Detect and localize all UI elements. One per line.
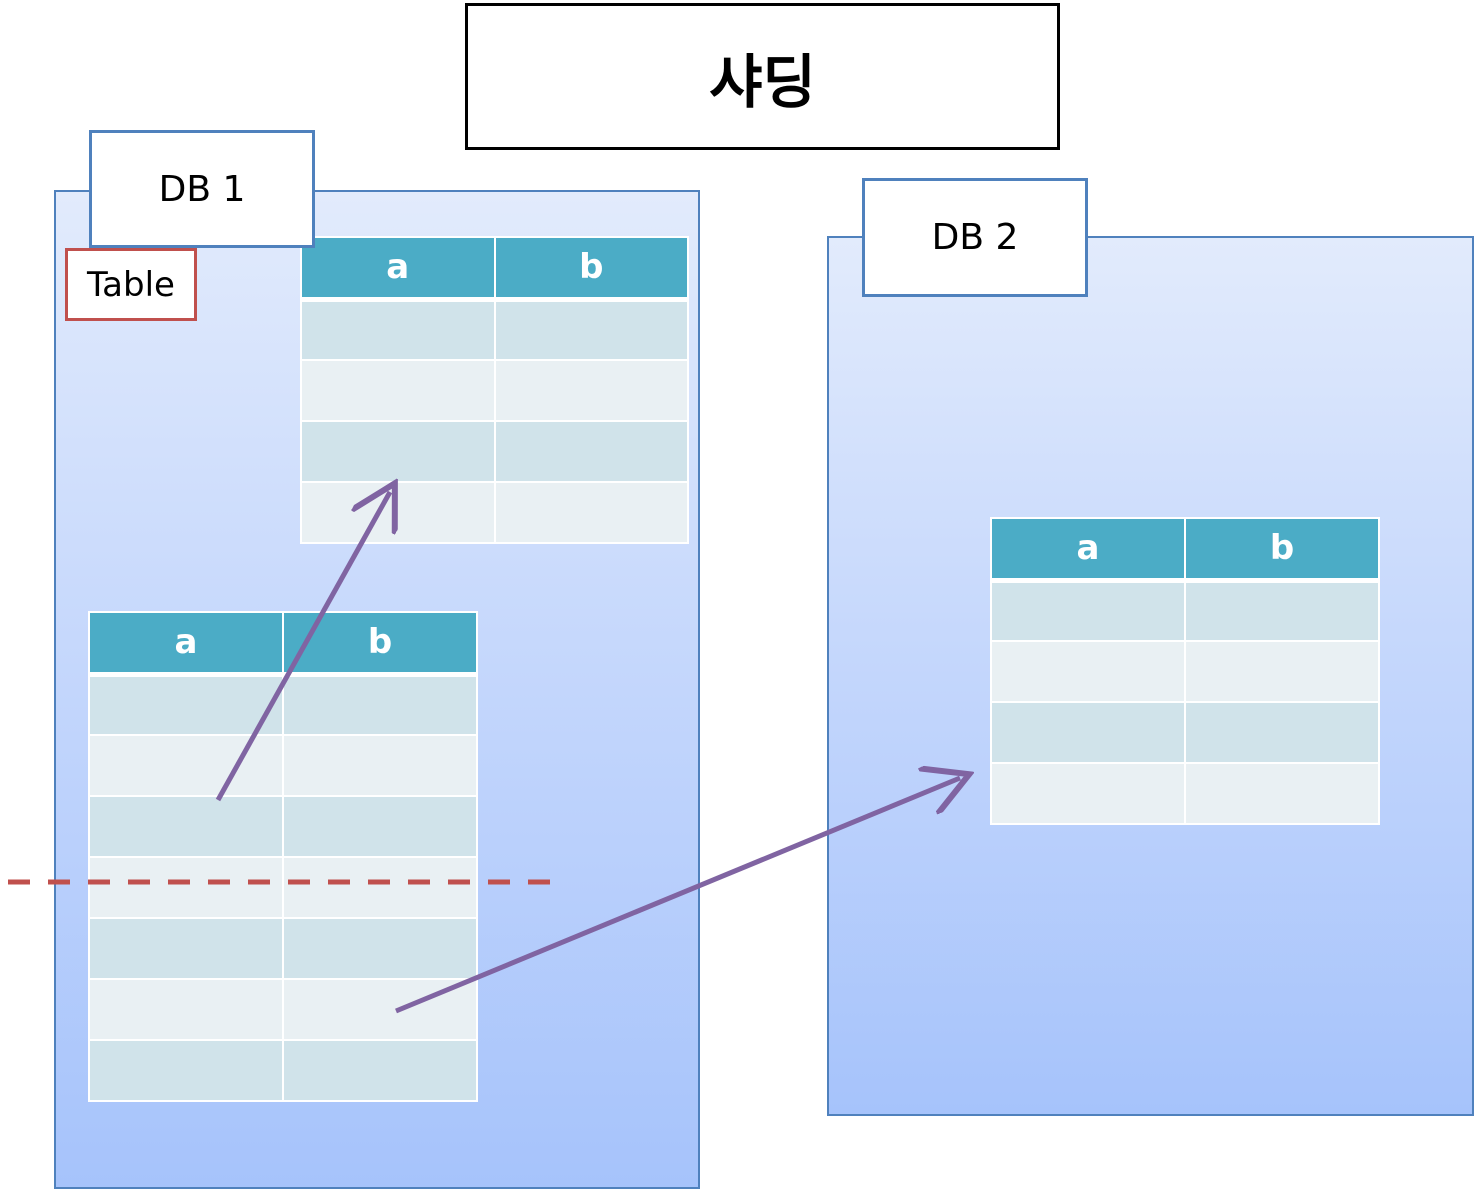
table-row [990, 762, 1380, 825]
db1-table-header-b: b [493, 236, 689, 302]
table-cell [990, 762, 1186, 825]
diagram-title: 샤딩 [465, 3, 1060, 150]
table-cell [88, 856, 284, 919]
table-cell [282, 917, 478, 980]
db2-table-header-a: a [990, 517, 1186, 583]
table-row [88, 1039, 478, 1102]
table-cell [300, 359, 496, 422]
table-row [990, 579, 1380, 642]
table-cell [88, 734, 284, 797]
db2-shard-table: a b [990, 517, 1380, 825]
source-table-header-b: b [282, 611, 478, 677]
table-cell [282, 856, 478, 919]
table-cell [88, 917, 284, 980]
table-row [88, 856, 478, 919]
table-cell [88, 1039, 284, 1102]
table-row [990, 701, 1380, 764]
table-cell [88, 978, 284, 1041]
table-cell [282, 673, 478, 736]
db1-label: DB 1 [89, 130, 315, 248]
table-cell [282, 978, 478, 1041]
table-cell [990, 640, 1186, 703]
db2-table-header-b: b [1184, 517, 1380, 583]
table-row [300, 420, 689, 483]
table-row [88, 673, 478, 736]
table-row [88, 795, 478, 858]
table-cell [493, 481, 689, 544]
source-table-header-a: a [88, 611, 284, 677]
db2-label: DB 2 [862, 178, 1088, 297]
table-cell [493, 298, 689, 361]
table-cell [493, 420, 689, 483]
table-cell [300, 298, 496, 361]
source-table: a b [88, 611, 478, 1102]
table-row [88, 734, 478, 797]
table-label: Table [65, 248, 197, 321]
table-cell [88, 795, 284, 858]
table-cell [1184, 579, 1380, 642]
table-row [88, 978, 478, 1041]
table-cell [282, 795, 478, 858]
table-cell [300, 481, 496, 544]
table-cell [1184, 762, 1380, 825]
table-cell [88, 673, 284, 736]
table-cell [300, 420, 496, 483]
table-cell [990, 701, 1186, 764]
table-row [88, 917, 478, 980]
table-cell [1184, 640, 1380, 703]
table-row [300, 481, 689, 544]
table-row [300, 359, 689, 422]
table-row [990, 640, 1380, 703]
table-cell [493, 359, 689, 422]
table-cell [282, 1039, 478, 1102]
table-row [300, 298, 689, 361]
db1-shard-table: a b [300, 236, 689, 544]
table-cell [990, 579, 1186, 642]
table-cell [1184, 701, 1380, 764]
db1-table-header-a: a [300, 236, 496, 302]
table-cell [282, 734, 478, 797]
